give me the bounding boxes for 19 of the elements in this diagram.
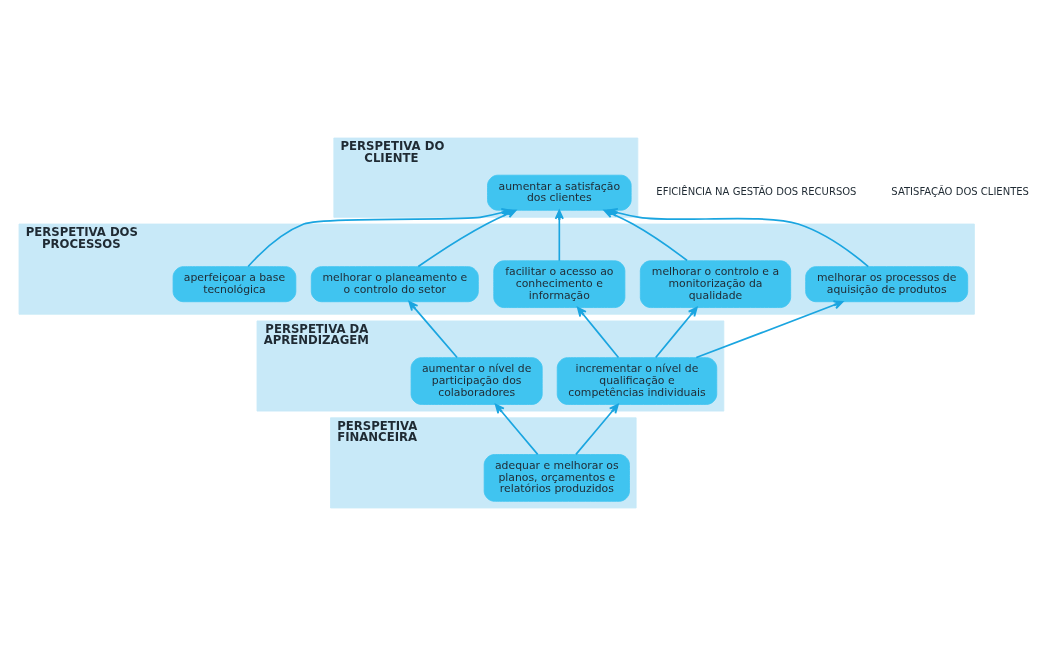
arrow <box>695 300 844 359</box>
node-box: aumentar o nível de participação dos colaboradores <box>410 357 543 405</box>
arrow <box>575 403 619 456</box>
arrow <box>494 403 539 456</box>
arrow <box>654 306 698 359</box>
label: EFICIÊNCIA NA GESTÃO DOS RECURSOS <box>656 186 857 198</box>
node-box: melhorar os processos de aquisição de produtos <box>805 266 969 303</box>
node-box: incrementar o nível de qualificação e competências individuais <box>556 357 718 405</box>
arrow <box>554 209 564 262</box>
node-box: adequar e melhorar os planos, orçamentos e relatórios produzidos <box>483 454 630 502</box>
node-box: aperfeiçoar a base tecnológica <box>172 266 297 303</box>
node-box: melhorar o controlo e a monitorização da qualidade <box>639 260 792 308</box>
label: SATISFAÇÃO DOS CLIENTES <box>891 186 1029 198</box>
arrow <box>576 306 620 359</box>
node-box: aumentar a satisfação dos clientes <box>487 174 632 211</box>
node-box: facilitar o acesso ao conhecimento e informação <box>493 260 626 308</box>
arrow <box>607 208 870 268</box>
node-box: melhorar o planeamento e o controlo do setor <box>310 266 479 303</box>
arrow <box>408 300 458 359</box>
